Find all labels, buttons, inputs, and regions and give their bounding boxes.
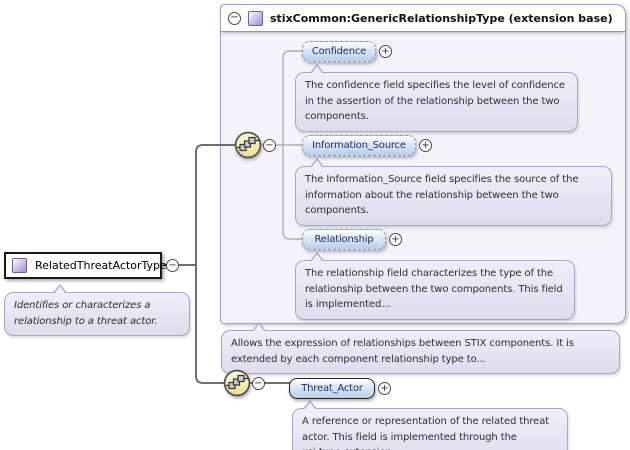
sequence-compositor-icon[interactable] xyxy=(223,369,251,397)
element-label: Relationship xyxy=(314,234,374,245)
element-relationship[interactable]: Relationship xyxy=(302,229,386,250)
collapse-toggle-root[interactable]: − xyxy=(166,259,179,272)
collapse-toggle-sequence-2[interactable]: − xyxy=(252,377,265,390)
annotation-confidence: The confidence field specifies the level… xyxy=(295,64,578,132)
element-threat-actor[interactable]: Threat_Actor xyxy=(289,378,375,399)
collapse-toggle-sequence-1[interactable]: − xyxy=(263,139,276,152)
sequence-compositor-icon[interactable] xyxy=(234,131,262,159)
annotation-threat-actor: A reference or representation of the rel… xyxy=(292,400,568,450)
element-label: Confidence xyxy=(311,46,367,57)
minus-icon: − xyxy=(168,259,177,271)
minus-icon: − xyxy=(230,12,239,23)
element-confidence[interactable]: Confidence xyxy=(302,41,376,62)
expand-toggle-confidence[interactable]: + xyxy=(379,45,392,58)
element-information-source[interactable]: Information_Source xyxy=(302,135,416,156)
expand-toggle-information-source[interactable]: + xyxy=(419,139,432,152)
plus-icon: + xyxy=(381,45,390,57)
plus-icon: + xyxy=(380,382,389,394)
annotation-information-source: The Information_Source field specifies t… xyxy=(295,158,612,226)
annotation-relationship: The relationship field characterizes the… xyxy=(295,252,575,320)
plus-icon: + xyxy=(421,139,430,151)
complex-type-icon xyxy=(248,10,263,26)
element-label: Threat_Actor xyxy=(301,383,363,394)
root-element-label: RelatedThreatActorType xyxy=(35,259,167,272)
element-label: Information_Source xyxy=(312,140,406,151)
annotation-root: Identifies or characterizes a relationsh… xyxy=(4,284,190,336)
extension-base-title: stixCommon:GenericRelationshipType (exte… xyxy=(270,11,613,25)
expand-toggle-relationship[interactable]: + xyxy=(389,233,402,246)
root-element-relatedthreatactortype[interactable]: RelatedThreatActorType xyxy=(4,252,167,279)
collapse-toggle-extension[interactable]: − xyxy=(228,11,241,25)
minus-icon: − xyxy=(265,139,274,151)
plus-icon: + xyxy=(391,233,400,245)
expand-toggle-threat-actor[interactable]: + xyxy=(378,382,391,395)
minus-icon: − xyxy=(254,377,263,389)
complex-type-icon xyxy=(12,258,27,273)
annotation-extension-base: Allows the expression of relationships b… xyxy=(221,322,620,374)
extension-base-header: − stixCommon:GenericRelationshipType (ex… xyxy=(221,5,625,32)
